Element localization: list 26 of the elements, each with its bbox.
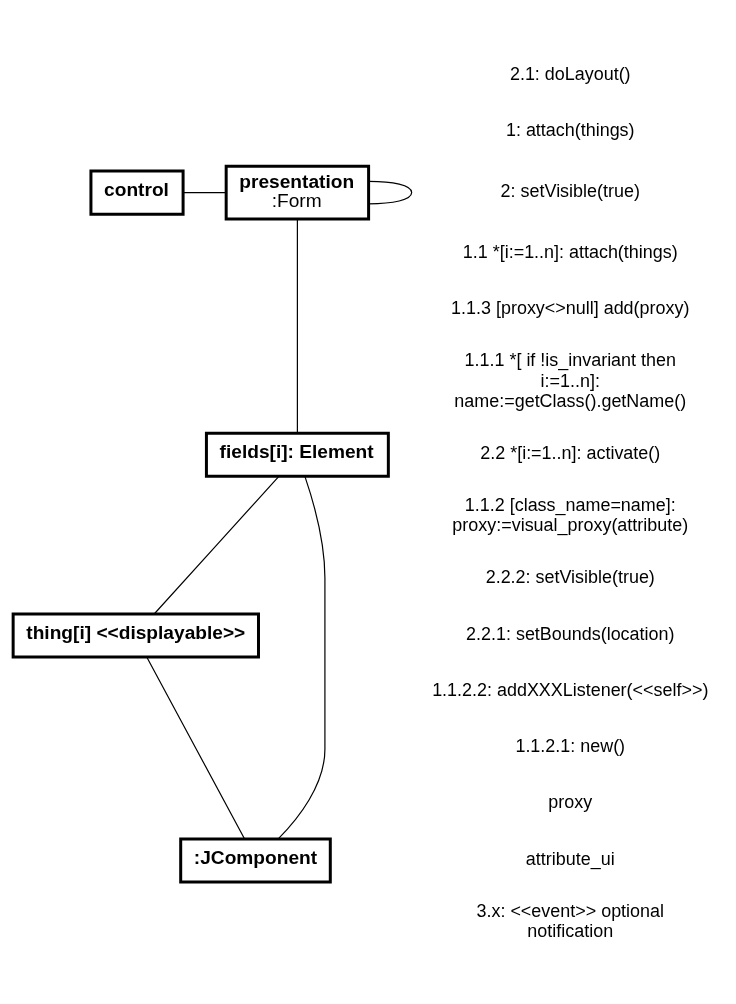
connector <box>146 656 246 840</box>
node-box: control <box>89 169 185 216</box>
label: 1.1.2.2: addXXXListener(<<self>>) <box>432 679 709 700</box>
label: 2.2.2: setVisible(true) <box>485 567 655 588</box>
label: 2.2 *[i:=1..n]: activate() <box>480 442 661 463</box>
connector <box>182 192 227 194</box>
label: 2.2.1: setBounds(location) <box>466 623 675 644</box>
connector <box>368 180 413 205</box>
label: 1.1.3 [proxy<>null] add(proxy) <box>451 298 690 319</box>
label: 1: attach(things) <box>505 119 635 140</box>
connector <box>296 218 298 434</box>
node-box: thing[i] <<displayable>> <box>11 612 260 659</box>
label: 1.1.1 *[ if !is_invariant then i:=1..n]: name:=getClass().getName() <box>454 350 687 411</box>
node-box: :JComponent <box>179 837 332 884</box>
label: 1.1.2 [class_name=name]: proxy:=visual_proxy(attribute) <box>452 494 689 536</box>
node-box: fields[i]: Element <box>204 431 390 478</box>
label: 2.1: doLayout() <box>509 63 631 84</box>
label: 3.x: <<event>> optional notification <box>476 900 665 942</box>
label: 2: setVisible(true) <box>500 180 640 201</box>
label: proxy <box>548 792 593 813</box>
node-box: presentation :Form <box>224 164 371 221</box>
label: attribute_ui <box>525 848 615 869</box>
label: 1.1.2.1: new() <box>515 736 626 757</box>
label: 1.1 *[i:=1..n]: attach(things) <box>462 241 678 262</box>
connector <box>154 475 280 615</box>
connector <box>277 475 326 840</box>
